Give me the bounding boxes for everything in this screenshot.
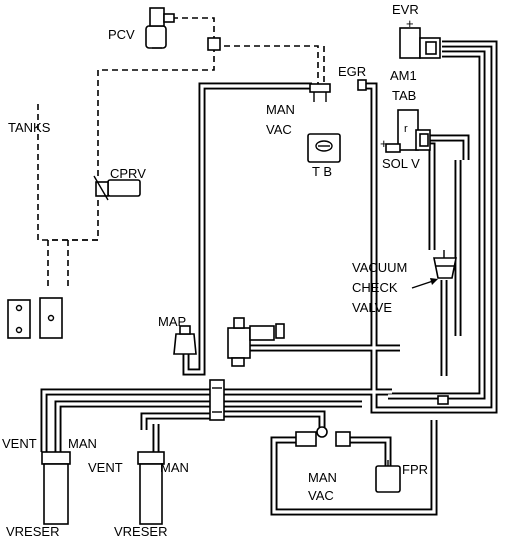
tank-connector-right-icon: [39, 297, 63, 339]
egr-port-icon: [357, 79, 367, 91]
map-sensor-icon: [173, 325, 197, 355]
manifold-vacuum-tee-icon: [295, 426, 351, 447]
label-man-vac-top-2: VAC: [266, 122, 292, 137]
label-cprv: CPRV: [110, 166, 146, 181]
label-sol-v: SOL V: [382, 156, 420, 171]
cprv-valve-icon: [93, 175, 141, 201]
label-tab: TAB: [392, 88, 416, 103]
label-vent-left: VENT: [2, 436, 37, 451]
label-vreser-left: VRESER: [6, 524, 59, 539]
diagram-labels: PCV EVR + EGR AM1 TAB MAN VAC T B + r SO…: [2, 2, 428, 539]
label-tanks: TANKS: [8, 120, 51, 135]
inline-filter-icon: [209, 379, 225, 421]
label-man-vac-top-1: MAN: [266, 102, 295, 117]
label-vent-right: VENT: [88, 460, 123, 475]
label-map: MAP: [158, 314, 186, 329]
vacuum-hose-highlights: [42, 42, 496, 514]
label-valve: VALVE: [352, 300, 392, 315]
label-egr: EGR: [338, 64, 366, 79]
label-pcv: PCV: [108, 27, 135, 42]
pcv-solenoid-icon: [145, 7, 175, 49]
vacuum-reservoir-left-icon: [41, 451, 71, 525]
evr-solenoid-icon: [399, 27, 441, 59]
electrical-wiring: [37, 17, 325, 290]
egr-valve-assembly-icon: [227, 317, 285, 367]
vacuum-check-valve-icon: [433, 250, 457, 279]
pcv-connector-icon: [207, 37, 221, 51]
label-fpr: FPR: [402, 462, 428, 477]
label-plus-evr: +: [406, 16, 414, 31]
fuel-pressure-regulator-icon: [375, 460, 401, 493]
tee-connector-icon: [437, 395, 449, 405]
label-plus-sol: +: [380, 136, 388, 151]
label-man-vac-bottom-2: VAC: [308, 488, 334, 503]
label-man-right: MAN: [160, 460, 189, 475]
manifold-vacuum-port-icon: [309, 83, 331, 102]
label-vreser-right: VRESER: [114, 524, 167, 539]
throttle-body-icon: [307, 133, 341, 163]
label-vacuum: VACUUM: [352, 260, 407, 275]
label-man-vac-bottom-1: MAN: [308, 470, 337, 485]
tank-connector-left-icon: [7, 299, 31, 339]
sol-v-solenoid-icon: [385, 109, 431, 153]
vacuum-reservoir-right-icon: [137, 451, 165, 525]
label-man-left: MAN: [68, 436, 97, 451]
label-am1: AM1: [390, 68, 417, 83]
label-evr: EVR: [392, 2, 419, 17]
label-tb: T B: [312, 164, 332, 179]
check-valve-arrow-icon: [411, 278, 438, 289]
label-check: CHECK: [352, 280, 398, 295]
label-sol-r: r: [404, 123, 408, 135]
